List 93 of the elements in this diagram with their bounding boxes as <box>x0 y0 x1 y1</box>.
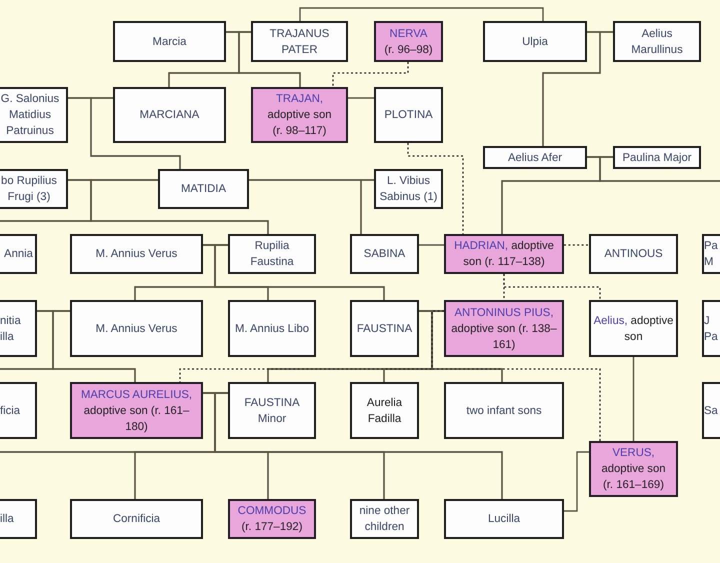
highlighted-person-box <box>228 499 316 539</box>
person-name: VERUS, adoptive son (r. 161–169) <box>600 446 667 493</box>
person-name: Sa <box>704 404 719 418</box>
person-name: Cornificia <box>112 512 162 527</box>
person-name: SABINA <box>362 247 406 262</box>
name-link: Aelius, <box>594 314 628 326</box>
person-box <box>70 234 203 274</box>
name-link: ANTONINUS PIUS, <box>454 306 554 318</box>
person-name: Aelius Marullinus <box>630 26 684 58</box>
person-name: nine other children <box>358 504 411 535</box>
person-name: J Pa <box>704 314 719 344</box>
dotted-connector <box>503 274 601 300</box>
person-box <box>70 300 203 357</box>
name-link: VERUS, <box>612 447 655 459</box>
person-box <box>589 300 678 357</box>
highlighted-person-box <box>251 87 348 143</box>
person-name: two infant sons <box>465 404 543 418</box>
connector-line <box>90 97 181 169</box>
person-name: M. Annius Verus <box>94 247 178 262</box>
connector-line <box>564 451 589 512</box>
person-box <box>113 87 226 143</box>
highlighted-person-box <box>444 234 564 274</box>
person-name: HADRIAN, adoptive son (r. 117–138) <box>453 239 555 270</box>
person-box <box>483 146 587 169</box>
person-name: TRAJAN, adoptive son (r. 98–117) <box>266 92 333 139</box>
highlighted-person-box <box>444 300 564 357</box>
connector-line <box>360 179 374 234</box>
dotted-connector <box>431 310 601 441</box>
person-name: Rupilia Faustina <box>249 239 295 270</box>
person-name: nitia illa <box>0 314 22 344</box>
person-box <box>613 21 701 62</box>
person-name: Ulpia <box>521 34 549 50</box>
person-name: L. Vibius Sabinus (1) <box>378 174 438 205</box>
person-box <box>228 234 316 274</box>
person-name: COMMODUS (r. 177–192) <box>236 504 308 535</box>
person-name: M. Annius Libo <box>234 322 310 336</box>
person-box <box>113 21 226 62</box>
name-link: COMMODUS <box>238 505 306 517</box>
connector-line <box>419 244 444 246</box>
person-box <box>350 234 419 274</box>
person-name: ANTINOUS <box>603 247 664 262</box>
person-name: TRAJANUS PATER <box>268 26 330 58</box>
person-name: Paulina Major <box>621 150 693 166</box>
person-box <box>613 146 701 169</box>
person-name: NERVA (r. 96–98) <box>383 26 434 58</box>
person-box <box>444 499 564 539</box>
person-name: FAUSTINA <box>356 322 414 336</box>
person-box <box>350 382 419 439</box>
person-box <box>483 21 587 62</box>
person-name: PLOTINA <box>383 108 434 123</box>
person-name: Annia <box>3 247 34 262</box>
person-box <box>251 21 348 62</box>
person-name: MARCUS AURELIUS, adoptive son (r. 161–180) <box>80 388 194 434</box>
name-link: HADRIAN, <box>454 240 508 252</box>
connector-line <box>238 31 301 87</box>
connector-line <box>52 310 136 382</box>
highlighted-person-box <box>589 441 678 497</box>
dotted-connector <box>332 62 409 87</box>
highlighted-person-box <box>374 21 443 62</box>
connector-line <box>348 97 374 99</box>
person-name: Aurelia Fadilla <box>366 396 404 426</box>
person-box <box>350 499 419 539</box>
person-name: Aelius, adoptive son <box>592 314 674 344</box>
person-box <box>444 382 564 439</box>
name-link: MARCUS AURELIUS, <box>80 388 192 400</box>
person-name: bo Rupilius Frugi (3) <box>0 174 58 205</box>
person-name: Pa M <box>704 239 719 270</box>
person-name: Aelius Afer <box>506 150 563 166</box>
connector-line <box>299 7 544 21</box>
dotted-connector <box>407 143 464 234</box>
person-box <box>374 87 443 143</box>
person-box <box>589 234 678 274</box>
person-name: Marcia <box>152 34 188 50</box>
person-name: Lucilla <box>486 512 522 527</box>
connector-line <box>632 357 634 441</box>
name-link: TRAJAN, <box>276 93 324 105</box>
person-name: illa <box>0 512 15 527</box>
person-box <box>70 499 203 539</box>
person-name: MARCIANA <box>138 108 200 123</box>
person-name: M. Annius Verus <box>94 322 178 336</box>
person-name: FAUSTINA Minor <box>243 396 301 426</box>
name-link: NERVA <box>390 28 428 40</box>
person-name: ficia <box>0 404 22 418</box>
dotted-connector <box>564 244 589 246</box>
person-box <box>228 300 316 357</box>
highlighted-person-box <box>70 382 203 439</box>
person-box <box>228 382 316 439</box>
person-name: G. Salonius Matidius Patruinus <box>0 92 60 139</box>
person-name: MATIDIA <box>180 182 227 197</box>
connector-line <box>542 31 613 146</box>
person-box <box>158 169 249 209</box>
person-name: ANTONINUS PIUS, adoptive son (r. 138–161) <box>450 306 558 352</box>
person-box <box>350 300 419 357</box>
